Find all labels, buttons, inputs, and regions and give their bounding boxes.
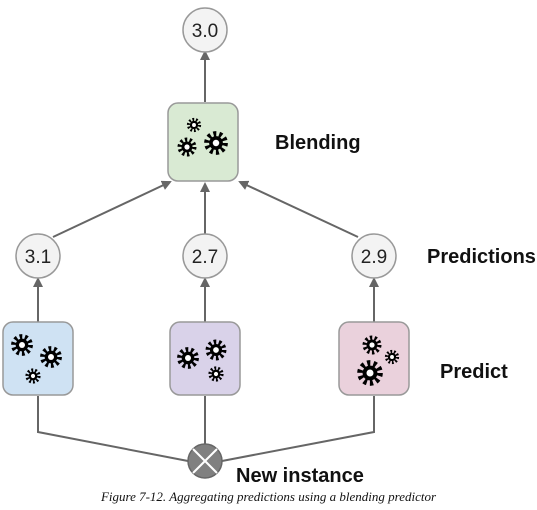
prediction-value-3: 2.9: [361, 247, 387, 268]
predictions-label: Predictions: [427, 246, 536, 268]
prediction-node-1: 3.1: [15, 233, 61, 279]
connectors: [33, 50, 379, 462]
blender-box: [167, 102, 239, 182]
prediction-node-3: 2.9: [351, 233, 397, 279]
output-node: 3.0: [182, 7, 228, 53]
prediction-value-2: 2.7: [192, 247, 218, 268]
predictor-box-3: [338, 321, 410, 396]
prediction-1-to-blender-arrow: [52, 180, 172, 238]
blending-diagram: 3.0 Blending 3.1 2.7 2.9 Predictions: [2, 7, 536, 487]
prediction-value-1: 3.1: [25, 247, 51, 268]
output-value: 3.0: [192, 21, 218, 42]
prediction-node-2: 2.7: [182, 233, 228, 279]
predictor-box-2: [169, 321, 241, 396]
prediction-3-to-blender-arrow: [238, 180, 359, 238]
new-instance-label: New instance: [236, 465, 364, 487]
cross-icon: [192, 448, 218, 474]
figure-caption: Figure 7-12. Aggregating predictions usi…: [100, 489, 437, 504]
predictor-box-1: [2, 321, 74, 396]
input-to-predictor-3-line: [221, 396, 375, 462]
input-to-predictor-1-line: [37, 396, 189, 462]
predict-label: Predict: [440, 361, 508, 383]
blending-label: Blending: [275, 132, 361, 154]
input-node: [187, 443, 223, 479]
